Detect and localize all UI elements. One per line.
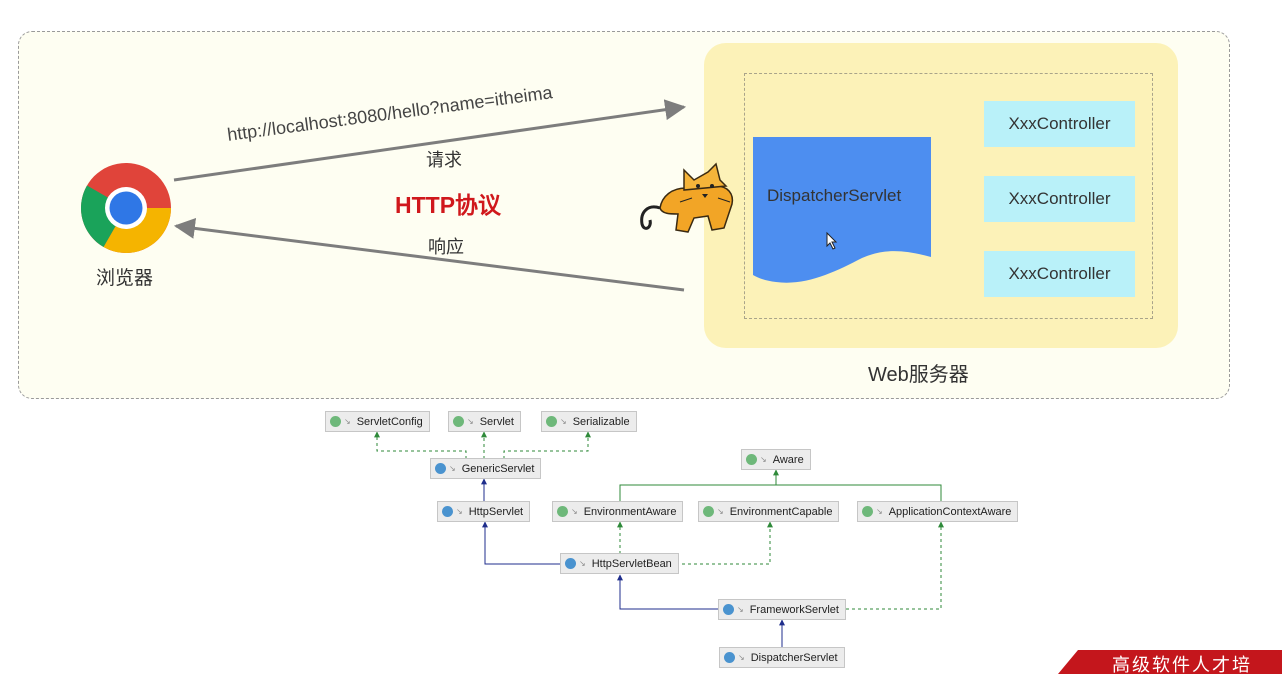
visibility-icon: ↘ — [467, 417, 474, 426]
interface-icon — [330, 416, 341, 427]
class-node-label: HttpServletBean — [591, 557, 672, 570]
class-node-label: HttpServlet — [468, 505, 524, 518]
request-arrow — [173, 99, 687, 182]
interface-icon — [546, 416, 557, 427]
class-node-label: Aware — [772, 453, 804, 466]
abstract-class-icon — [565, 558, 576, 569]
visibility-icon: ↘ — [737, 605, 744, 614]
protocol-label: HTTP协议 — [395, 192, 502, 218]
class-node-httpservlet[interactable]: ↘ HttpServlet — [437, 501, 531, 522]
controller-box: XxxController — [984, 176, 1135, 222]
class-node-label: Servlet — [479, 415, 514, 428]
class-node-aware[interactable]: ↘ Aware — [741, 449, 811, 470]
chrome-browser-icon — [80, 163, 172, 254]
dispatcher-servlet-label: DispatcherServlet — [767, 186, 902, 205]
dispatcher-servlet-shape — [753, 137, 931, 283]
interface-icon — [453, 416, 464, 427]
controller-box: XxxController — [984, 251, 1135, 297]
class-node-label: ServletConfig — [356, 415, 423, 428]
class-node-label: GenericServlet — [461, 462, 535, 475]
hierarchy-edges — [374, 431, 944, 647]
interface-icon — [746, 454, 757, 465]
class-node-genericservlet[interactable]: ↘ GenericServlet — [430, 458, 542, 479]
class-node-environmentcapable[interactable]: ↘ EnvironmentCapable — [698, 501, 840, 522]
web-server-label: Web服务器 — [868, 364, 969, 386]
class-node-label: DispatcherServlet — [750, 651, 838, 664]
visibility-icon: ↘ — [738, 653, 745, 662]
response-label: 响应 — [428, 237, 464, 257]
visibility-icon: ↘ — [717, 507, 724, 516]
request-label: 请求 — [426, 150, 462, 170]
class-node-servlet[interactable]: ↘ Servlet — [448, 411, 521, 432]
abstract-class-icon — [723, 604, 734, 615]
tomcat-logo — [640, 162, 734, 233]
mouse-cursor-icon — [826, 231, 838, 250]
brand-banner — [1058, 650, 1282, 674]
class-node-label: Serializable — [572, 415, 630, 428]
class-node-label: EnvironmentCapable — [729, 505, 833, 518]
class-node-frameworkservlet[interactable]: ↘ FrameworkServlet — [718, 599, 846, 620]
visibility-icon: ↘ — [579, 559, 586, 568]
visibility-icon: ↘ — [760, 455, 767, 464]
abstract-class-icon — [435, 463, 446, 474]
response-arrow — [173, 217, 685, 292]
browser-label: 浏览器 — [96, 268, 154, 289]
class-icon — [724, 652, 735, 663]
class-node-label: EnvironmentAware — [583, 505, 677, 518]
class-node-label: ApplicationContextAware — [888, 505, 1012, 518]
visibility-icon: ↘ — [456, 507, 463, 516]
visibility-icon: ↘ — [571, 507, 578, 516]
class-node-applicationcontextaware[interactable]: ↘ ApplicationContextAware — [857, 501, 1019, 522]
controller-box: XxxController — [984, 101, 1135, 147]
class-node-servletconfig[interactable]: ↘ ServletConfig — [325, 411, 430, 432]
interface-icon — [862, 506, 873, 517]
class-node-environmentaware[interactable]: ↘ EnvironmentAware — [552, 501, 684, 522]
spring-container-frame — [744, 73, 1153, 319]
abstract-class-icon — [442, 506, 453, 517]
visibility-icon: ↘ — [344, 417, 351, 426]
visibility-icon: ↘ — [876, 507, 883, 516]
interface-icon — [703, 506, 714, 517]
class-node-dispatcherservlet[interactable]: ↘ DispatcherServlet — [719, 647, 845, 668]
brand-banner-text: 高级软件人才培 — [1112, 655, 1252, 676]
interface-icon — [557, 506, 568, 517]
visibility-icon: ↘ — [560, 417, 567, 426]
class-node-label: FrameworkServlet — [749, 603, 839, 616]
visibility-icon: ↘ — [449, 464, 456, 473]
class-node-httpservletbean[interactable]: ↘ HttpServletBean — [560, 553, 679, 574]
class-node-serializable[interactable]: ↘ Serializable — [541, 411, 637, 432]
